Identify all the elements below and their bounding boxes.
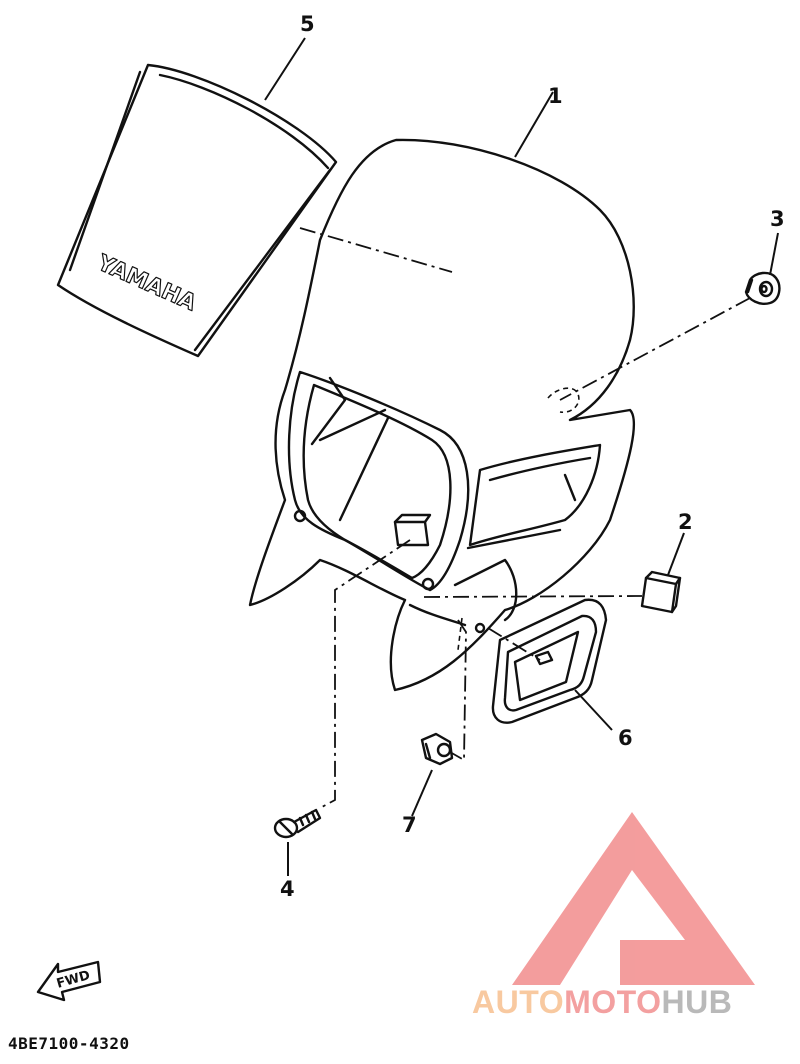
watermark-hub: HUB — [661, 984, 733, 1020]
leader-line-3 — [769, 232, 779, 276]
automotohub-logo-icon — [512, 812, 755, 985]
fwd-arrow-icon — [36, 960, 102, 1002]
windshield-part: YAMAHA — [56, 63, 338, 358]
leader-line-6 — [574, 689, 613, 731]
leader-line-1 — [514, 91, 554, 158]
ref-line-windshield — [299, 227, 453, 273]
ref-line-screw — [319, 539, 411, 809]
watermark-auto: AUTO — [472, 984, 565, 1020]
callout-4: 4 — [280, 877, 295, 901]
screw-part — [273, 808, 322, 839]
ref-line-lens — [487, 627, 541, 661]
ref-line-grommet — [559, 297, 751, 401]
leader-line-5 — [264, 37, 306, 101]
nut-part — [420, 732, 454, 766]
clip-part — [640, 570, 682, 614]
watermark-moto: MOTO — [564, 984, 662, 1020]
callout-5: 5 — [300, 12, 315, 36]
callout-2: 2 — [678, 510, 693, 534]
headlight-cowl-part — [248, 138, 636, 692]
grommet-part — [744, 271, 781, 305]
callout-6: 6 — [618, 726, 633, 750]
callout-3: 3 — [770, 207, 785, 231]
automotohub-watermark: AUTOMOTOHUB — [472, 984, 732, 1021]
callout-1: 1 — [548, 84, 563, 108]
diagram-part-code: 4BE7100-4320 — [8, 1034, 130, 1053]
leader-line-7 — [411, 769, 433, 817]
ref-line-nut — [449, 619, 467, 762]
ref-line-clip — [423, 595, 643, 598]
callout-7: 7 — [402, 813, 417, 837]
leader-line-2 — [667, 532, 685, 576]
